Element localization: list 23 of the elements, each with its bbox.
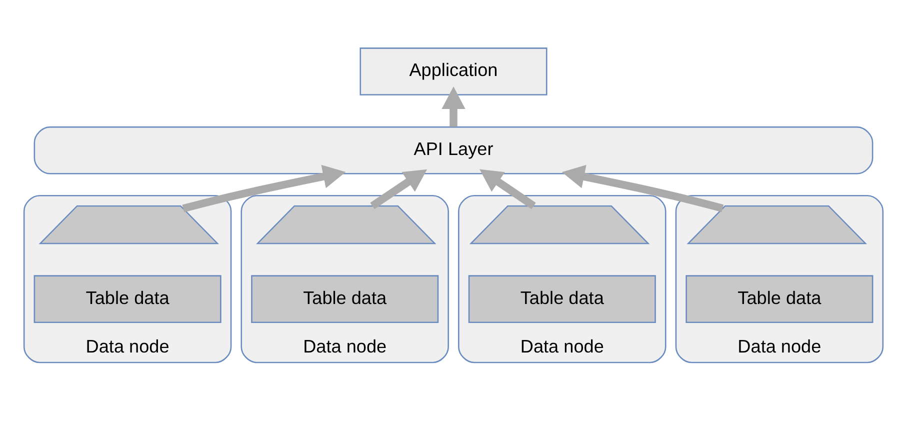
cluster	[458, 194, 666, 364]
arrow	[480, 169, 536, 210]
cluster	[240, 194, 449, 364]
arrow	[442, 86, 466, 127]
node-box: Table data	[34, 275, 222, 324]
arrow	[182, 164, 346, 212]
node-box: Table data	[686, 275, 874, 324]
node-trapezoid	[256, 205, 436, 244]
node-label: Data node	[520, 336, 604, 356]
node-box: Table data	[251, 275, 439, 324]
cluster	[23, 194, 232, 364]
node-trapezoid	[469, 205, 650, 244]
node-trapezoid	[686, 205, 867, 244]
node-box: Table data	[468, 275, 656, 324]
cluster	[675, 194, 884, 364]
node-box: Application	[360, 48, 548, 96]
node-label: Data node	[303, 336, 387, 356]
node-trapezoid	[38, 205, 219, 244]
node-label: Data node	[86, 336, 170, 356]
arrow	[370, 169, 428, 210]
node-box: API Layer	[34, 126, 874, 174]
node-label: Data node	[738, 336, 822, 356]
arrow	[562, 164, 724, 212]
